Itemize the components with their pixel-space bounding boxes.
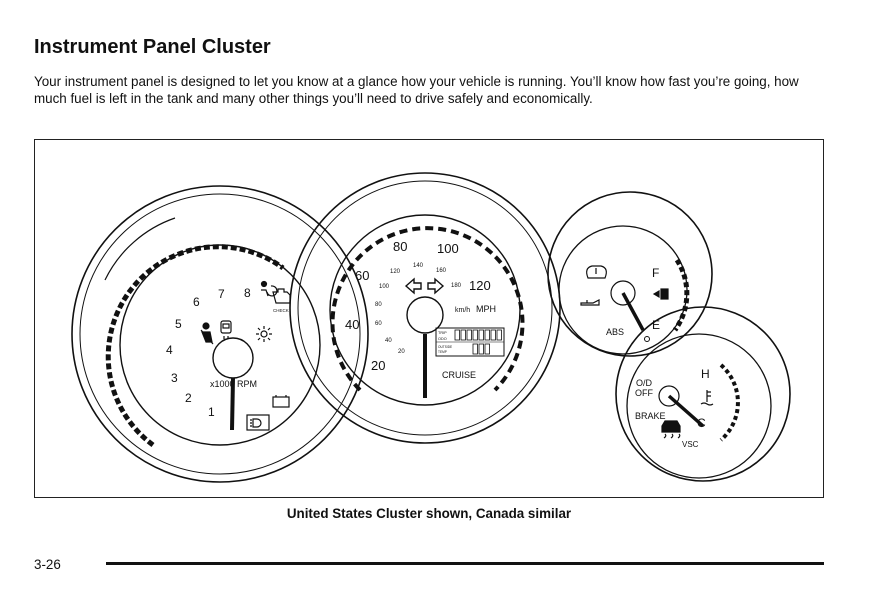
tach-outer-ring xyxy=(71,185,369,483)
footer-rule xyxy=(106,562,824,565)
temp-label: TEMP xyxy=(438,350,447,354)
instrument-cluster-illustration: 1 2 3 4 5 6 7 8 x1000 RPM CHECK xyxy=(71,172,791,483)
kmh-unit-label: km/h xyxy=(455,307,470,314)
airbag-icon xyxy=(260,280,278,297)
odometer-digits xyxy=(454,329,502,355)
abs-indicator-label: ABS xyxy=(606,327,624,337)
overdrive-label: O/D xyxy=(636,378,653,388)
temp-hot-label: H xyxy=(701,367,710,381)
fuel-hub xyxy=(610,280,636,306)
speedo-hub xyxy=(406,296,444,334)
tach-reflection-arc xyxy=(104,217,176,281)
skid-traction-icon xyxy=(661,420,681,439)
outside-label: OUTSIDE xyxy=(438,345,452,349)
speedo-kmh-100: 100 xyxy=(379,284,390,290)
speedo-kmh-20: 20 xyxy=(398,349,405,355)
temp-cold-label: C xyxy=(697,416,706,430)
speedo-kmh-160: 160 xyxy=(436,268,447,274)
tach-number-6: 6 xyxy=(193,295,200,309)
seatbelt-icon xyxy=(200,322,214,345)
tach-number-4: 4 xyxy=(166,343,173,357)
mph-unit-label: MPH xyxy=(476,304,496,314)
intro-paragraph: Your instrument panel is designed to let… xyxy=(34,74,799,106)
speedo-kmh-40: 40 xyxy=(385,338,392,344)
check-engine-label: CHECK xyxy=(273,308,289,313)
speedo-mph-120: 120 xyxy=(469,278,491,293)
tach-number-7: 7 xyxy=(218,287,225,301)
brake-indicator-label: BRAKE xyxy=(635,411,666,421)
security-light-icon xyxy=(256,326,272,342)
speedo-kmh-120: 120 xyxy=(390,269,401,275)
tach-number-8: 8 xyxy=(244,286,251,300)
tach-number-1: 1 xyxy=(208,405,215,419)
instrument-cluster-figure: 1 2 3 4 5 6 7 8 x1000 RPM CHECK xyxy=(34,139,824,498)
tire-pressure-icon xyxy=(586,265,607,279)
speedo-kmh-80: 80 xyxy=(375,302,382,308)
door-ajar-icon xyxy=(220,320,232,339)
headlamp-icon xyxy=(246,414,270,431)
trip-label: TRIP xyxy=(438,331,447,335)
temp-hub xyxy=(658,385,680,407)
left-turn-signal-icon xyxy=(404,277,422,295)
tach-outer-ring-inner xyxy=(79,193,361,475)
speedo-kmh-140: 140 xyxy=(413,263,424,269)
page-number: 3-26 xyxy=(34,557,61,572)
oil-pressure-icon xyxy=(580,299,600,306)
speedo-mph-40: 40 xyxy=(345,317,359,332)
page-title: Instrument Panel Cluster xyxy=(34,36,271,58)
tach-number-2: 2 xyxy=(185,391,192,405)
tach-tick-scale xyxy=(105,244,285,448)
temp-tick-scale xyxy=(719,363,740,442)
speedo-mph-80: 80 xyxy=(393,239,407,254)
speedo-mph-60: 60 xyxy=(355,268,369,283)
speedo-kmh-180: 180 xyxy=(451,283,462,289)
odometer-display: TRIP ODO OUTSIDE TEMP xyxy=(435,327,505,357)
fuel-outer-ring xyxy=(547,191,713,357)
temp-outer-ring xyxy=(615,306,791,482)
speedo-kmh-60: 60 xyxy=(375,321,382,327)
fuel-face xyxy=(558,225,688,355)
battery-icon xyxy=(272,395,290,408)
fuel-full-label: F xyxy=(652,266,659,280)
speedo-outer-ring-inner xyxy=(297,180,553,436)
tach-needle xyxy=(230,377,235,431)
figure-caption: United States Cluster shown, Canada simi… xyxy=(286,506,572,521)
right-turn-signal-icon xyxy=(427,277,445,295)
speedo-mph-100: 100 xyxy=(437,241,459,256)
speedo-tick-scale xyxy=(330,226,525,392)
tach-number-3: 3 xyxy=(171,371,178,385)
odo-label: ODO xyxy=(438,337,447,341)
fuel-door-indicator-dot xyxy=(644,336,650,342)
tach-number-5: 5 xyxy=(175,317,182,331)
overdrive-off-label: OFF xyxy=(635,388,653,398)
vsc-indicator-label: VSC xyxy=(682,440,699,449)
coolant-temperature-icon xyxy=(700,390,714,406)
fuel-pump-icon xyxy=(652,288,669,300)
tach-hub xyxy=(212,337,254,379)
tach-unit-label: x1000 RPM xyxy=(210,379,257,389)
check-engine-icon xyxy=(272,288,291,304)
speedo-mph-20: 20 xyxy=(371,358,385,373)
fuel-needle xyxy=(621,292,645,331)
fuel-tick-scale xyxy=(672,258,690,332)
temp-needle xyxy=(667,394,705,428)
speedo-outer-ring xyxy=(289,172,561,444)
temp-face xyxy=(626,333,772,479)
fuel-empty-label: E xyxy=(652,318,660,332)
cruise-indicator-label: CRUISE xyxy=(442,370,476,380)
tach-face xyxy=(119,244,321,446)
